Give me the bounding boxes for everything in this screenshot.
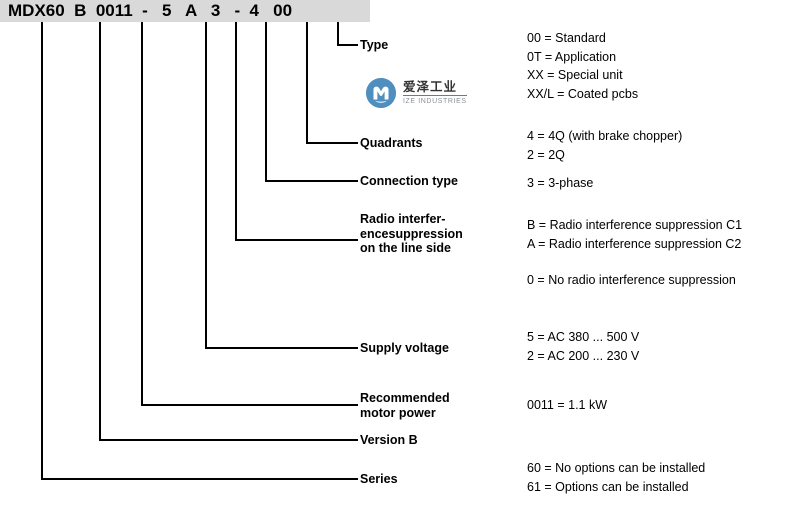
logo-chinese-name: 爱泽工业 [403,81,467,96]
description-motor-power: 0011 = 1.1 kW [527,398,608,412]
leader-supply-voltage [204,22,358,350]
ize-logo-icon [366,78,396,108]
callout-label-quadrants: Quadrants [360,136,423,150]
description-no-radio-interference: 0 = No radio interference suppression [527,273,736,287]
description-type: 00 = Standard 0T = Application XX = Spec… [527,31,639,101]
leader-radio-interference [234,22,358,242]
logo-english-name: IZE INDUSTRIES [403,97,467,105]
leader-connection-type [264,22,358,183]
leader-version [98,22,358,442]
leader-quadrants [305,22,358,145]
description-radio-interference: B = Radio interference suppression C1 A … [527,218,743,251]
description-supply-voltage: 5 = AC 380 ... 500 V 2 = AC 200 ... 230 … [527,330,640,363]
part-number-band [0,0,370,22]
description-series-options: 60 = No options can be installed 61 = Op… [527,461,706,494]
description-quadrants: 4 = 4Q (with brake chopper) 2 = 2Q [527,129,683,162]
callout-label-series: Series [360,472,398,486]
callout-label-version: Version B [360,433,418,447]
leader-motor-power [140,22,358,407]
leader-series [40,22,358,481]
company-logo: 爱泽工业 IZE INDUSTRIES [366,78,467,108]
callout-label-type: Type [360,38,389,52]
leader-type [336,22,358,47]
callout-label-radio-interference: Radio interfer- encesuppression on the l… [360,212,463,255]
callout-label-connection-type: Connection type [360,174,458,188]
part-number-text: MDX60 B 0011 - 5 A 3 - 4 00 [8,1,293,20]
callout-label-motor-power: Recommended motor power [360,391,450,420]
callout-label-supply-voltage: Supply voltage [360,341,449,355]
description-connection-type: 3 = 3-phase [527,176,594,190]
